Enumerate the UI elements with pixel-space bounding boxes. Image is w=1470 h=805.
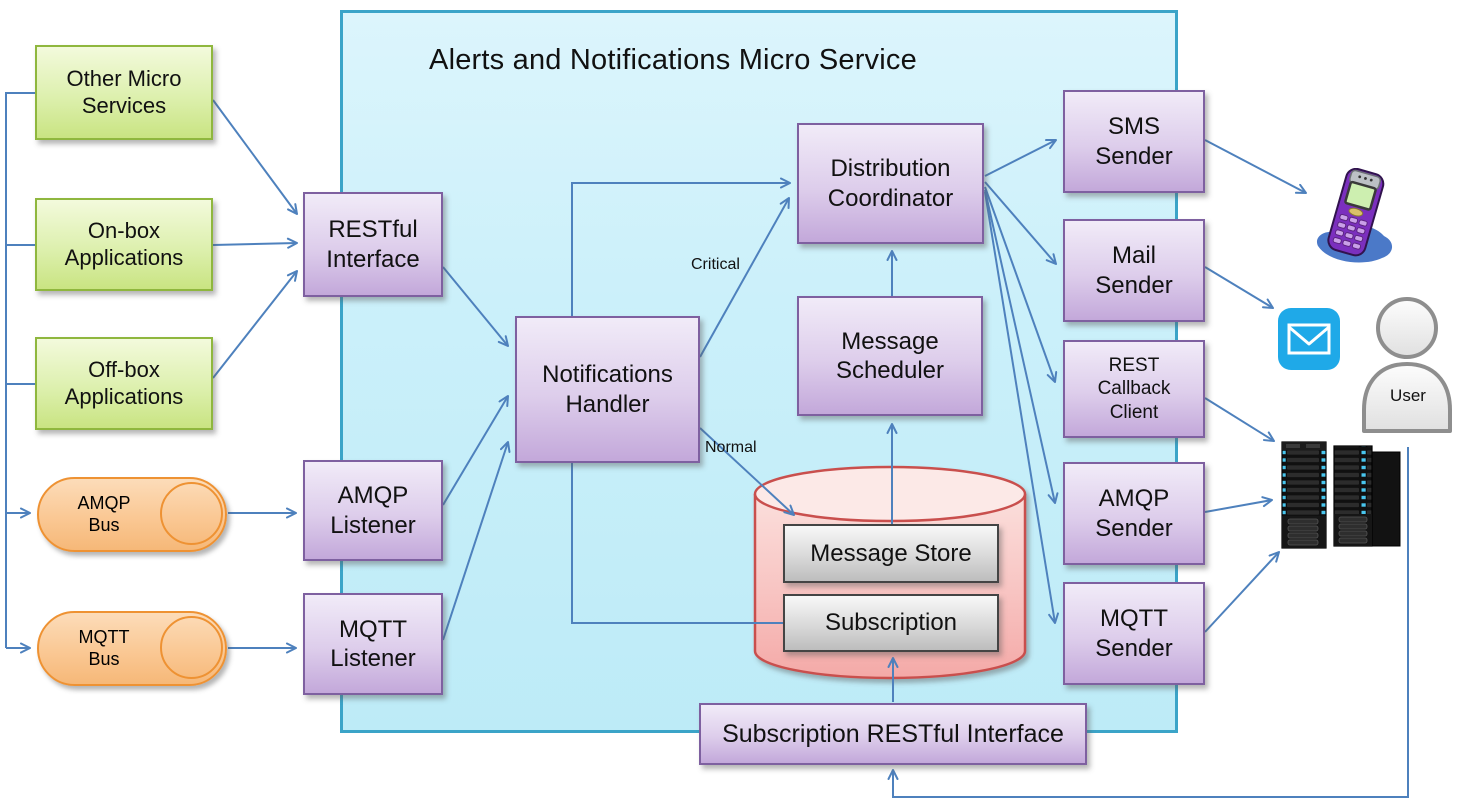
node-notifications-handler: Notifications Handler <box>515 316 700 463</box>
edge-coordinator-mail <box>984 181 1057 265</box>
node-label: SMS Sender <box>1095 113 1173 170</box>
node-label: Off-box Applications <box>64 356 184 409</box>
node-label: AMQP Listener <box>330 482 416 539</box>
edge-restcallback-servers <box>1204 397 1275 442</box>
node-message-scheduler: Message Scheduler <box>797 296 983 416</box>
node-distribution-coordinator: Distribution Coordinator <box>797 123 984 244</box>
node-label: Mail Sender <box>1095 242 1173 299</box>
cylinder-end-cap <box>160 482 223 545</box>
edge-offbox-restful <box>212 270 298 379</box>
node-label: RESTful Interface <box>326 216 420 273</box>
node-label: MQTT Bus <box>78 626 130 669</box>
node-off-box-applications: Off-box Applications <box>35 337 213 430</box>
user-label: User <box>1390 386 1426 405</box>
cylinder-end-cap <box>160 616 223 679</box>
node-amqp-listener: AMQP Listener <box>303 460 443 561</box>
edge-sms-phone <box>1204 139 1307 194</box>
edge-handler-coordinator-critical <box>699 197 790 358</box>
edge-mail-envelope <box>1204 266 1274 309</box>
node-message-store: Message Store <box>783 524 999 583</box>
node-amqp-bus: AMQP Bus <box>37 477 227 552</box>
node-label: Subscription RESTful Interface <box>722 719 1064 748</box>
node-label: Notifications Handler <box>542 361 673 418</box>
edge-label-normal: Normal <box>705 439 757 456</box>
edge-restful-handler <box>442 266 509 347</box>
node-amqp-sender: AMQP Sender <box>1063 462 1205 565</box>
edge-coordinator-restcallback <box>984 186 1058 383</box>
node-label: MQTT Listener <box>330 615 416 672</box>
edge-coordinator-amqpsender <box>984 189 1059 504</box>
mail-envelope-icon <box>1278 308 1340 370</box>
edge-coordinator-sms <box>984 139 1057 177</box>
node-subscription: Subscription <box>783 594 999 652</box>
edge-amqplistener-handler <box>442 395 509 506</box>
node-mqtt-listener: MQTT Listener <box>303 593 443 695</box>
node-mqtt-sender: MQTT Sender <box>1063 582 1205 685</box>
node-mail-sender: Mail Sender <box>1063 219 1205 322</box>
edge-source-rail <box>5 92 35 648</box>
edge-mqttlistener-handler <box>442 441 511 641</box>
node-label: Message Store <box>810 539 972 567</box>
edge-mqttsender-servers <box>1204 551 1280 633</box>
node-label: REST Callback Client <box>1097 355 1171 423</box>
mobile-phone-icon <box>1316 168 1393 263</box>
node-label: AMQP Sender <box>1095 485 1173 542</box>
node-restful-interface: RESTful Interface <box>303 192 443 297</box>
edge-amqpsender-servers <box>1204 496 1273 513</box>
edge-label-critical: Critical <box>691 256 740 273</box>
node-label: On-box Applications <box>64 217 184 270</box>
node-label: Message Scheduler <box>835 327 945 384</box>
edge-coordinator-mqttsender <box>984 191 1059 624</box>
edge-othermicro-restful <box>212 99 298 215</box>
node-sms-sender: SMS Sender <box>1063 90 1205 193</box>
node-label: AMQP Bus <box>77 492 131 535</box>
node-other-micro-services: Other Micro Services <box>35 45 213 140</box>
edge-handler-store-normal <box>699 427 795 516</box>
user-icon <box>1362 297 1452 433</box>
node-label: MQTT Sender <box>1095 605 1173 662</box>
node-mqtt-bus: MQTT Bus <box>37 611 227 686</box>
node-on-box-applications: On-box Applications <box>35 198 213 291</box>
node-label: Subscription <box>824 609 958 637</box>
edge-user-subif <box>887 447 1409 798</box>
node-subscription-restful-interface: Subscription RESTful Interface <box>699 703 1087 765</box>
diagram-title: Alerts and Notifications Micro Service <box>429 44 917 76</box>
node-label: Other Micro Services <box>66 65 182 118</box>
node-label: Distribution Coordinator <box>827 155 954 212</box>
edge-onbox-restful <box>212 237 298 249</box>
server-racks-icon <box>1281 441 1401 549</box>
node-rest-callback-client: REST Callback Client <box>1063 340 1205 438</box>
